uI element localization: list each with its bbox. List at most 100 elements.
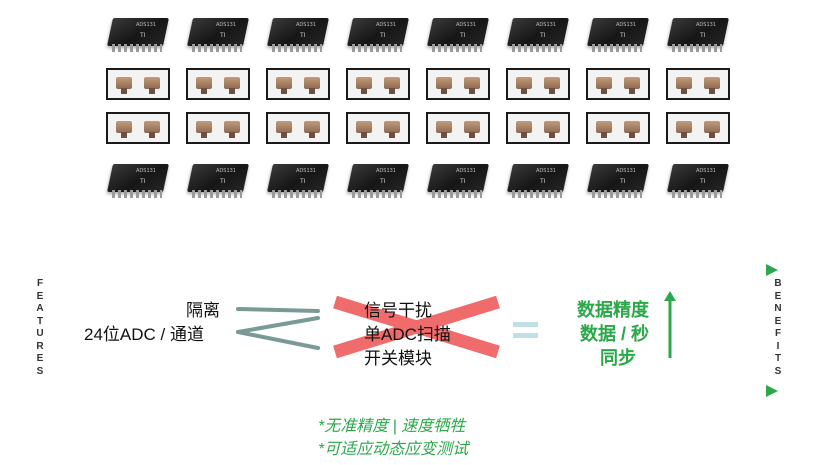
vertical-letter: E [36,290,44,302]
component-pad-image [106,68,170,100]
vertical-letter: F [774,328,782,339]
chip-marking: ADS131 [376,22,396,28]
chip-marking: ADS131 [216,22,236,28]
ti-logo: TI [620,32,626,39]
vertical-letter: E [36,353,44,364]
chip-marking: ADS131 [216,168,236,174]
ti-logo: TI [380,32,386,39]
vertical-letter: B [774,278,782,289]
vertical-letter: U [36,328,44,339]
chip-marking: ADS131 [456,168,476,174]
chip-marking: ADS131 [696,22,716,28]
component-pad-image [426,68,490,100]
ti-logo: TI [300,32,306,39]
component-pad-image [506,68,570,100]
component-pad-image [346,112,410,144]
vertical-letter: S [36,365,44,377]
ti-logo: TI [220,178,226,185]
ti-logo: TI [140,32,146,39]
vertical-letter: T [36,315,44,327]
chip-marking: ADS131 [616,168,636,174]
chip-marking: ADS131 [616,22,636,28]
ti-logo: TI [140,178,146,185]
ti-logo: TI [540,178,546,185]
chip-marking: ADS131 [456,22,476,28]
ti-logo: TI [540,32,546,39]
chip-marking: ADS131 [536,168,556,174]
chip-marking: ADS131 [376,168,396,174]
vertical-letter: E [774,315,782,327]
ti-logo: TI [220,32,226,39]
benefit-sync: 同步 [600,348,636,368]
vertical-letter: F [36,278,44,289]
vertical-letter: N [774,303,782,314]
chip-marking: ADS131 [136,22,156,28]
chip-marking: ADS131 [536,22,556,28]
chip-marking: ADS131 [136,168,156,174]
component-pad-image [266,68,330,100]
vertical-letter: A [36,303,44,314]
cross-line-2 [333,295,500,359]
crossed-item-signal-interference: 信号干扰 [364,301,432,320]
crossed-item-single-adc-scan: 单ADC扫描 [364,325,451,344]
bottom-arrow-head [766,385,778,397]
connector-line-2 [236,316,320,334]
equals-bar-bottom [513,333,538,338]
ti-logo: TI [620,178,626,185]
input-label-adc-channel: 24位ADC / 通道 [84,325,204,344]
ti-logo: TI [380,178,386,185]
ti-logo: TI [700,32,706,39]
component-pad-image [506,112,570,144]
benefit-up-arrow-head [664,291,676,301]
benefit-data-accuracy: 数据精度 [577,300,649,320]
component-pad-image [186,112,250,144]
footnote-precision: *无准精度 | 速度牺牲 [318,418,466,435]
component-pad-image [666,68,730,100]
chip-marking: ADS131 [296,168,316,174]
component-pad-image [346,68,410,100]
component-pad-image [586,112,650,144]
equals-bar-top [513,322,538,327]
component-pad-image [586,68,650,100]
component-pad-image [186,68,250,100]
vertical-letter: T [774,353,782,364]
vertical-letter: E [774,290,782,302]
ti-logo: TI [300,178,306,185]
benefit-data-per-second: 数据 / 秒 [580,324,650,344]
chip-marking: ADS131 [696,168,716,174]
component-pad-image [666,112,730,144]
crossed-item-switch-module: 开关模块 [364,349,432,368]
ti-logo: TI [460,32,466,39]
ti-logo: TI [460,178,466,185]
connector-line-1 [236,307,320,313]
input-label-isolation: 隔离 [186,301,220,320]
component-pad-image [106,112,170,144]
top-arrow-head [766,264,778,276]
connector-line-3 [236,330,320,350]
ti-logo: TI [700,178,706,185]
component-pad-image [426,112,490,144]
chip-marking: ADS131 [296,22,316,28]
footnote-dynamic-strain: *可适应动态应变测试 [318,441,469,458]
component-pad-image [266,112,330,144]
vertical-letter: I [776,340,780,352]
